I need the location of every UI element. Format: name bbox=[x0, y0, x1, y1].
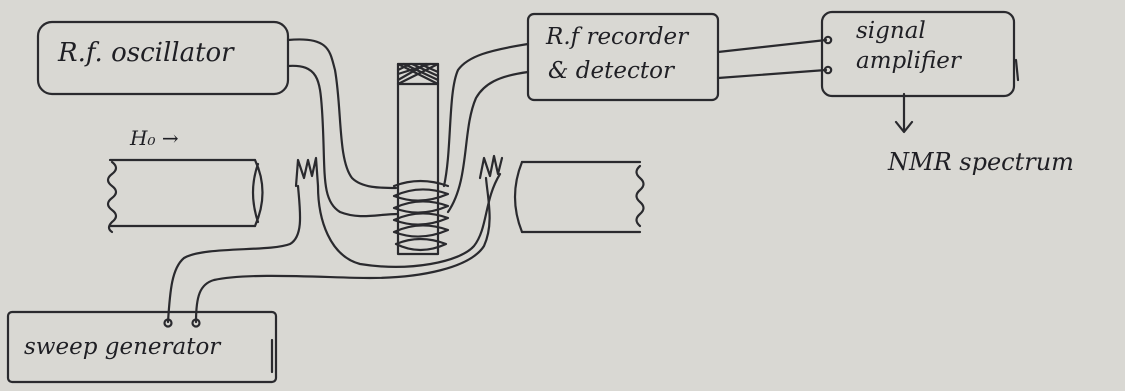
amplifier-terminal-bottom bbox=[825, 67, 831, 73]
sweep-wire-left bbox=[168, 186, 300, 322]
amplifier-tick bbox=[1016, 60, 1018, 80]
oscillator-label: R.f. oscillator bbox=[58, 38, 234, 68]
amplifier-terminal-top bbox=[825, 37, 831, 43]
sweep-wire-inner bbox=[318, 174, 500, 267]
recorder-label-line1: R.f recorder bbox=[546, 24, 688, 50]
left-magnet-pole bbox=[108, 160, 263, 232]
rf-coil bbox=[394, 181, 448, 250]
nmr-spectrum-label: NMR spectrum bbox=[888, 148, 1074, 176]
amplifier-label-line2: amplifier bbox=[856, 48, 961, 74]
amplifier-label-line1: signal bbox=[856, 18, 926, 44]
output-arrow bbox=[896, 94, 912, 132]
oscillator-wire-bottom bbox=[288, 66, 398, 216]
oscillator-wire-top bbox=[288, 39, 396, 188]
detector-amplifier-wire-bottom bbox=[718, 70, 826, 78]
recorder-label-line2: & detector bbox=[548, 58, 674, 84]
field-label: H₀ → bbox=[130, 126, 179, 150]
right-magnet-pole bbox=[515, 162, 644, 232]
sweep-generator-label: sweep generator bbox=[24, 334, 220, 360]
sweep-coil-left bbox=[296, 158, 318, 186]
detector-amplifier-wire-top bbox=[718, 40, 826, 52]
